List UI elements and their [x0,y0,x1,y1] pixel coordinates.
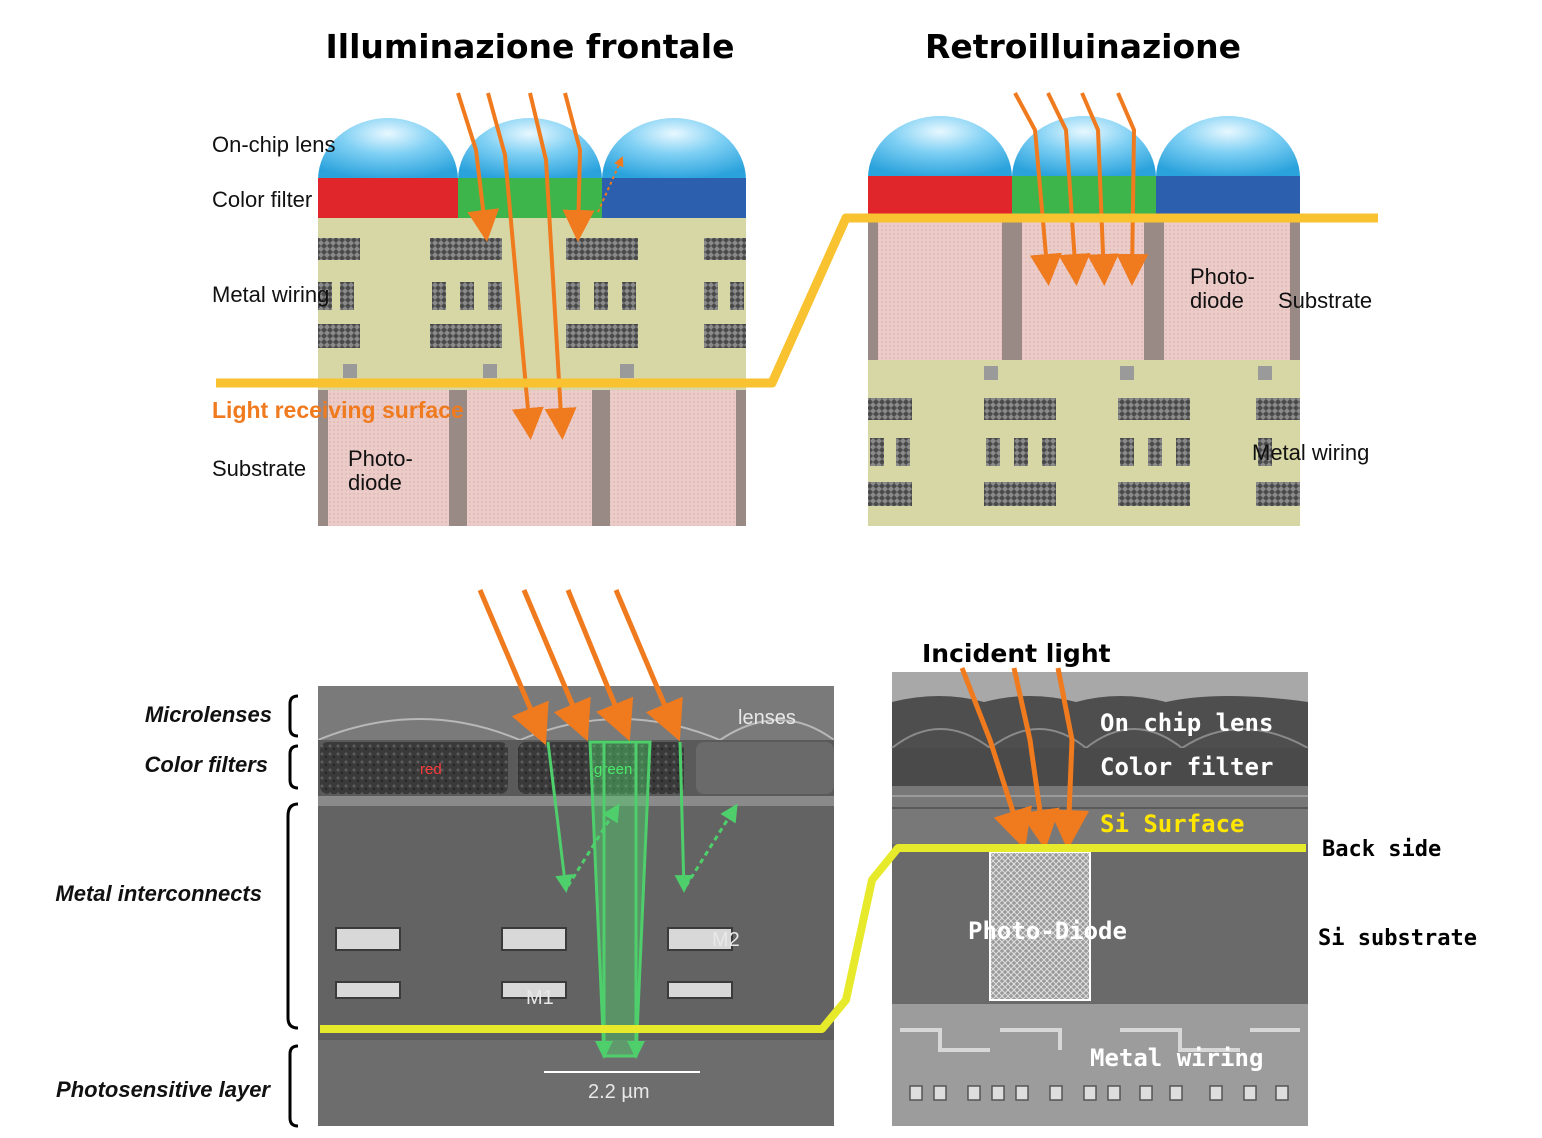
bsi-lens-center [1012,116,1156,178]
front-illuminated-diagram: On-chip lens Color filter Metal wiring L… [212,92,746,526]
bsi-label-metal-wiring: Metal wiring [1252,440,1369,465]
label-metal-interconnects: Metal interconnects [55,881,262,906]
sem-label-m2: M2 [712,929,740,951]
reflected-light-arrow [597,156,624,213]
color-filter-blue [602,178,746,218]
label-on-chip-lens: On-chip lens [212,132,336,157]
label-incident-light: Incident light [922,639,1111,668]
label-photosensitive-layer: Photosensitive layer [56,1077,271,1102]
back-illuminated-diagram: Photo- diode Substrate Metal wiring [868,92,1372,526]
bsi-lens-left [868,116,1012,178]
sem-photosensitive-layer [318,1040,834,1126]
sem-metal-interconnect-layer [318,806,834,1028]
label-si-substrate: Si substrate [1318,926,1477,951]
bsi-metal-blocks [868,398,1300,506]
on-chip-lens-center [458,118,602,180]
bsi-label-substrate: Substrate [1278,288,1372,313]
bsi-metal-wiring-layer [868,360,1300,526]
sem-green-filter [518,742,684,794]
bsi-label-photo: Photo- [1190,264,1255,289]
sem-metal-wiring-area [892,1004,1308,1126]
sem-label-red: red [420,761,442,778]
sem-back-image: On chip lens Color filter Si Surface Pho… [891,672,1309,1126]
bsi-filter-red [868,176,1012,216]
sem-label-scale: 2.2 µm [588,1081,650,1103]
label-color-filter: Color filter [212,187,312,212]
sem-label-si-surface: Si Surface [1100,810,1245,838]
label-light-receiving-surface: Light receiving surface [212,397,464,423]
sem-red-filter [320,742,508,794]
on-chip-lens-left [318,118,458,180]
label-photo: Photo- [348,446,413,471]
title-front-illumination: Illuminazione frontale [326,27,735,66]
label-substrate: Substrate [212,456,306,481]
label-back-side: Back side [1322,837,1441,862]
color-filter-red [318,178,458,218]
bsi-lens-right [1156,116,1300,178]
bsi-label-diode: diode [1190,288,1244,313]
sem-label-lenses: lenses [738,707,796,729]
light-receiving-surface-line [216,213,1378,388]
sem-metal-m2-blocks [335,927,733,999]
green-light-arrows [546,741,693,1059]
title-back-illumination: Retroilluinazione [925,27,1241,66]
sem-photo-diode [989,851,1091,1001]
metal-wiring-layer [318,218,746,390]
front-light-arrows [456,92,595,440]
sem-label-metal-wiring: Metal wiring [1090,1044,1263,1072]
bsi-filter-blue [1156,176,1300,216]
bsi-light-arrows [1013,92,1149,286]
sem-label-color-filter: Color filter [1100,753,1273,781]
sem-surface-line [320,844,1306,1033]
label-diode: diode [348,470,402,495]
sem-label-m1: M1 [526,987,554,1009]
on-chip-lens-right [602,118,746,180]
sem-front-labels: Microlenses Color filters Metal intercon… [55,694,299,1128]
sem-front-image: lenses red green M2 M1 2.2 µm [317,686,835,1126]
bsi-photodiode-region [868,216,1300,360]
label-metal-wiring: Metal wiring [212,282,329,307]
label-color-filters: Color filters [145,752,268,777]
sem-back-light-arrows [959,667,1090,850]
metal-wiring-blocks [318,238,746,348]
sem-front-light-arrows [477,589,683,746]
sem-label-on-chip-lens: On chip lens [1100,709,1273,737]
sem-si-substrate [892,848,1308,1004]
sem-label-photo-diode: Photo-Diode [968,917,1127,945]
label-microlenses: Microlenses [145,702,272,727]
